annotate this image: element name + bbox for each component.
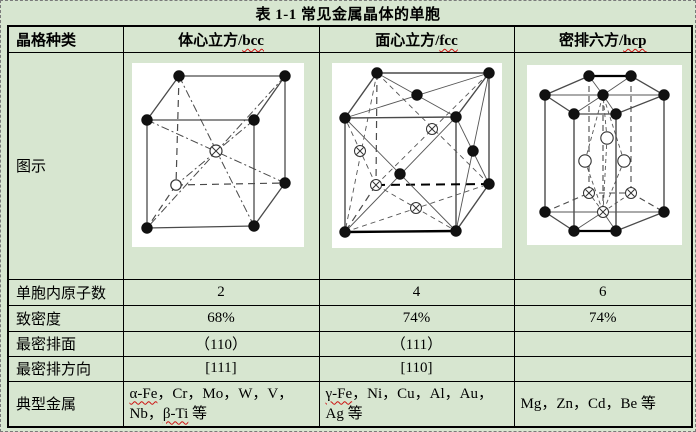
fcc-diagram-cell [318,51,515,280]
header-hcp: 密排六方/hcp [513,25,693,53]
density-hcp: 74% [513,304,693,332]
row-label: 单胞内原子数 [7,278,124,306]
atoms-fcc: 4 [318,278,515,306]
hcp-bottom-visible-atoms [538,205,670,237]
atoms-hcp: 6 [513,278,693,306]
density-fcc: 74% [318,304,515,332]
bcc-corner-atoms [140,69,291,234]
hcp-midplane-bonds [584,94,624,212]
fcc-hidden-edges [343,72,378,232]
atoms-per-cell-row: 单胞内原子数 2 4 6 [7,278,693,306]
bcc-hidden-edges [146,75,285,228]
text-segment: fcc [439,32,458,49]
crystal-structure-table: 晶格种类 体心立方/bcc 面心立方/fcc 密排六方/hcp 图示 [7,25,693,428]
bcc-unit-cell-diagram [131,62,304,247]
direction-hcp [513,355,693,382]
bcc-svg [140,69,291,234]
fcc-hidden-atoms [353,122,438,214]
fcc-visible-face-center-atoms [393,88,479,180]
direction-fcc: [110] [318,355,515,382]
metals-fcc: γ-Fe，Ni，Cu，Al，Au，Ag 等 [318,380,515,427]
fcc-corner-atoms [338,66,495,238]
corner-header-cell: 晶格种类 [7,25,124,53]
hcp-bottom-visible-edges [544,210,664,232]
packing-density-row: 致密度 68% 74% 74% [7,304,693,332]
typical-metals-row: 典型金属 α-Fe，Cr，Mo，W，V，Nb，β-Ti 等 γ-Fe，Ni，Cu… [7,380,693,427]
bcc-diagram-cell [122,51,320,280]
hcp-svg [538,69,670,237]
metals-hcp: Mg，Zn，Cd，Be 等 [513,380,693,427]
direction-bcc: [111] [122,355,320,382]
packed-plane-row: 最密排面 （110） （111） [7,330,693,357]
row-label: 典型金属 [7,380,124,427]
bcc-hidden-corner-atom [169,178,182,191]
hcp-bottom-hidden-atoms [582,186,637,218]
atoms-bcc: 2 [122,278,320,306]
bcc-center-atom [208,143,223,158]
hcp-diagram-cell [513,51,693,280]
text-segment: ，Ni，Cu，Al，Au，Ag 等 [325,385,493,422]
plane-bcc: （110） [122,330,320,357]
text-segment: β-Ti [162,405,189,422]
packed-direction-row: 最密排方向 [111] [110] [7,355,693,382]
text-segment: Mg，Zn，Cd，Be 等 [520,395,656,412]
hcp-midplane-atoms [577,130,631,168]
header-fcc: 面心立方/fcc [318,25,515,53]
row-label: 致密度 [7,304,124,332]
text-segment: α-Fe [129,385,158,402]
text-segment: 等 [188,405,208,422]
text-segment: 体心立方/ [178,32,243,49]
density-bcc: 68% [122,304,320,332]
header-bcc: 体心立方/bcc [122,25,320,53]
text-segment: ，Cr，Mo，W，V，Nb， [129,385,294,422]
hcp-visible-verticals [543,94,665,231]
hcp-unit-cell-diagram [526,64,682,245]
text-segment: γ-Fe [325,385,353,402]
fcc-unit-cell-diagram [331,62,502,248]
row-label: 最密排方向 [7,355,124,382]
table-caption: 表 1-1 常见金属晶体的单胞 [255,7,441,23]
metals-bcc: α-Fe，Cr，Mo，W，V，Nb，β-Ti 等 [122,380,320,427]
hcp-top-atoms [538,69,670,120]
text-segment: bcc [242,32,264,49]
diagram-row-label: 图示 [7,51,124,280]
header-row: 晶格种类 体心立方/bcc 面心立方/fcc 密排六方/hcp [7,25,693,53]
text-segment: 密排六方/ [558,32,624,49]
text-segment: 面心立方/ [375,32,440,49]
hcp-bottom-hidden-edges [544,191,664,213]
fcc-svg [338,66,495,238]
plane-fcc: （111） [318,330,515,357]
fcc-back-bottom-edge [375,182,489,186]
text-segment: hcp [623,32,647,49]
plane-hcp [513,330,693,357]
fcc-front-bottom-edge [344,229,456,233]
row-label: 最密排面 [7,330,124,357]
diagram-row: 图示 [7,51,693,280]
